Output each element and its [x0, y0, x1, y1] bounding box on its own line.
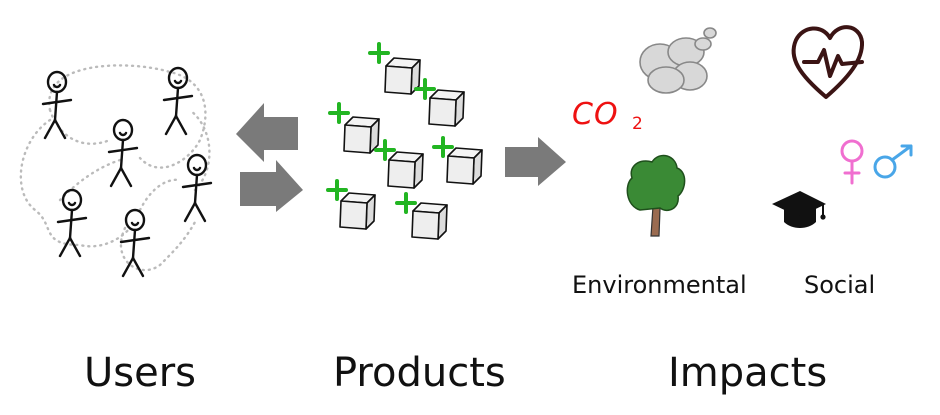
environmental-label: Environmental — [572, 271, 747, 299]
cloud-icon — [639, 27, 717, 94]
stick-figure — [181, 153, 213, 223]
product-cube — [387, 151, 424, 189]
product-cube — [339, 192, 376, 230]
co2-subscript: 2 — [632, 114, 643, 134]
social-label: Social — [804, 271, 876, 299]
stick-figure — [162, 66, 194, 136]
product-cube — [428, 89, 465, 127]
stick-figure — [107, 118, 139, 188]
impacts-label: Impacts — [668, 350, 828, 396]
plus-icon — [432, 136, 454, 158]
plus-icon — [328, 102, 350, 124]
heart-icon — [791, 25, 865, 99]
tree-icon — [626, 154, 686, 237]
male-symbol-icon — [873, 144, 913, 179]
product-cube — [343, 116, 380, 154]
product-cube — [446, 147, 483, 185]
users-label: Users — [84, 350, 197, 396]
co2-main: CO — [572, 97, 619, 132]
plus-icon — [395, 192, 417, 214]
stick-figure — [119, 208, 151, 278]
plus-icon — [326, 179, 348, 201]
arrow-left-icon — [236, 103, 298, 162]
products-label: Products — [333, 350, 506, 396]
arrow-right-icon — [240, 160, 303, 212]
user-network-links — [19, 64, 211, 272]
arrow-right-icon — [505, 137, 566, 186]
graduation-cap-icon — [772, 191, 826, 228]
plus-icon — [368, 42, 390, 64]
co2-label: CO 2 — [572, 97, 662, 137]
product-cube — [411, 202, 448, 240]
female-symbol-icon — [840, 139, 864, 185]
